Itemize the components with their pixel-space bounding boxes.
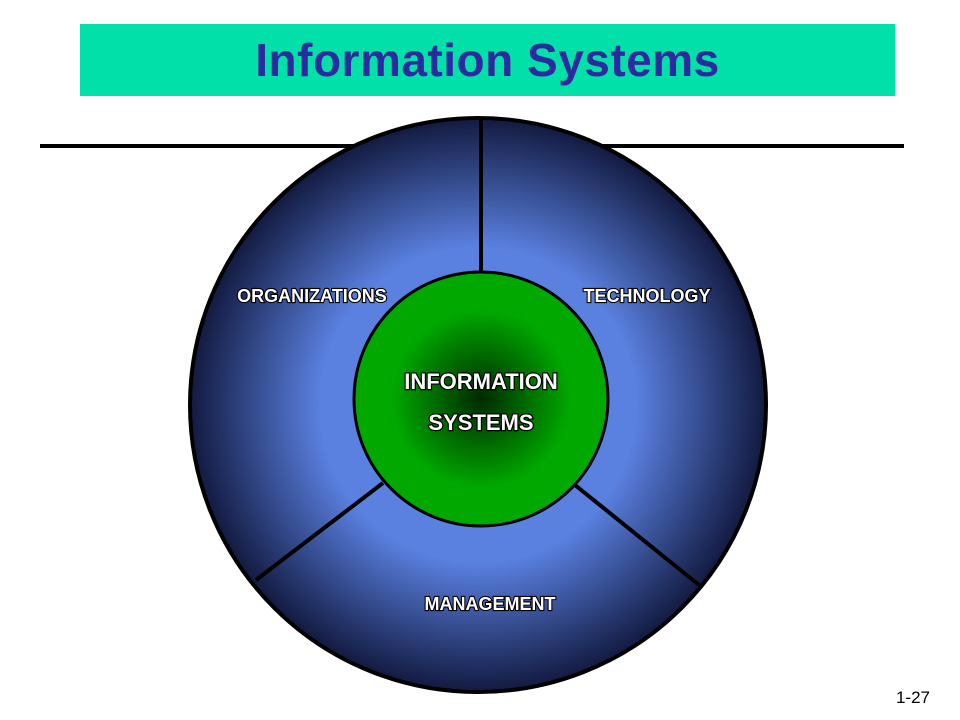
core-label-line2: SYSTEMS <box>428 410 533 435</box>
core-label-line1: INFORMATION <box>404 369 558 394</box>
segment-label-technology: TECHNOLOGY <box>583 286 710 306</box>
page-title: Information Systems <box>255 34 720 86</box>
core-circle <box>352 270 610 528</box>
title-bar: Information Systems <box>80 24 895 96</box>
segment-label-organizations: ORGANIZATIONS <box>237 286 387 306</box>
divider-left <box>254 481 385 582</box>
segment-label-management: MANAGEMENT <box>425 594 556 614</box>
divider-right <box>573 483 701 587</box>
page-number: 1-27 <box>895 688 930 707</box>
